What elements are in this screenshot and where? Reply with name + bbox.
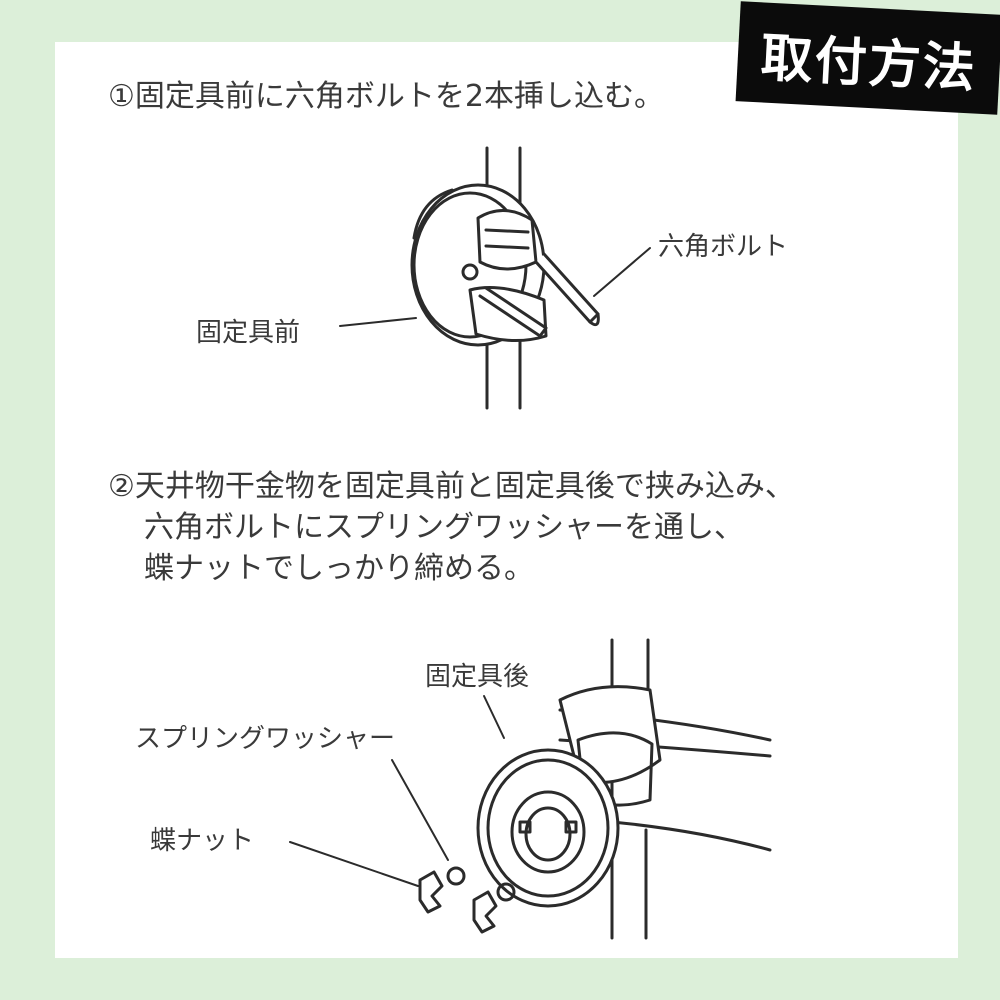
leader-front-fixture	[339, 317, 417, 327]
leader-wing-nut	[289, 841, 419, 887]
step-2-line-1: ②天井物干金物を固定具前と固定具後で挟み込み、	[108, 469, 795, 504]
spring-washer-1	[446, 866, 466, 886]
pole-2	[610, 638, 650, 940]
front-disc-2	[476, 748, 620, 908]
wing-nut-2	[472, 890, 498, 934]
spring-washer-2	[496, 882, 516, 902]
step-2-line-3: 蝶ナットでしっかり締める。	[144, 551, 534, 586]
label-wing-nut: 蝶ナット	[150, 826, 255, 856]
step-2-line-2: 六角ボルトにスプリングワッシャーを通し、	[144, 510, 744, 545]
hex-bolt-upper	[534, 252, 600, 324]
label-rear-fixture: 固定具後	[425, 662, 530, 692]
wing-nut-1	[418, 870, 444, 914]
label-spring-washer: スプリングワッシャー	[135, 724, 396, 754]
label-front-fixture: 固定具前	[196, 318, 301, 348]
hex-bolt-lower	[478, 286, 548, 338]
leader-spring-washer	[391, 759, 449, 861]
step-1-text: ①固定具前に六角ボルトを2本挿し込む。	[108, 79, 664, 114]
leader-rear-fixture	[483, 695, 505, 739]
leader-hex-bolt	[593, 247, 651, 297]
step-2-text: ②天井物干金物を固定具前と固定具後で挟み込み、 六角ボルトにスプリングワッシャー…	[108, 466, 795, 589]
label-hex-bolt: 六角ボルト	[658, 232, 789, 262]
